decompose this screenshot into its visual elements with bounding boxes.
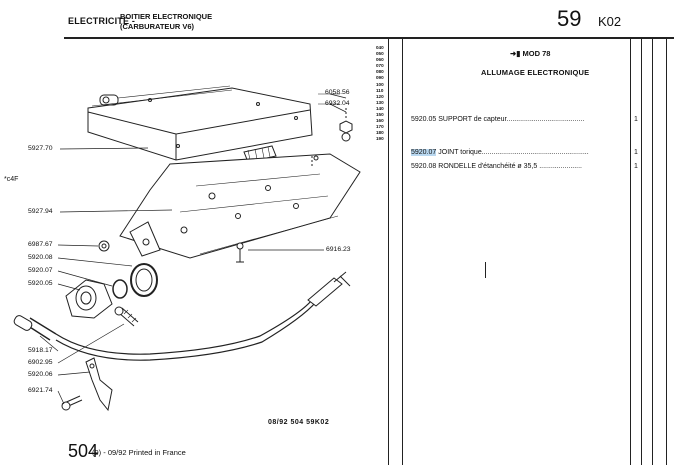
page-code: K02 xyxy=(598,14,622,29)
qty-col-left xyxy=(630,38,631,465)
divider-right xyxy=(402,38,403,465)
side-code: *c4F xyxy=(4,176,19,183)
col-3 xyxy=(652,38,653,465)
diagram-ref[interactable]: 5920.07 xyxy=(28,267,53,274)
page-number: 59 xyxy=(557,6,582,31)
qty-col-right xyxy=(641,38,642,465)
part-row[interactable]: 5920.07 JOINT torique...................… xyxy=(411,149,633,156)
diagram-ref[interactable]: 5927.70 xyxy=(28,145,53,152)
bolt-drawing xyxy=(98,240,244,263)
mark-tick xyxy=(485,262,486,278)
part-qty: 1 xyxy=(634,163,638,170)
electronic-box-drawing xyxy=(87,85,313,163)
part-row[interactable]: 5920.08 RONDELLE d'étanchéité ø 35,5 ...… xyxy=(411,163,633,170)
divider-left xyxy=(388,38,389,465)
parts-section-title: ALLUMAGE ELECTRONIQUE xyxy=(481,68,590,77)
part-ref-highlighted[interactable]: 5920.07 xyxy=(411,149,437,156)
diagram-ref[interactable]: 6932.04 xyxy=(325,100,350,107)
support-plate-drawing xyxy=(119,153,361,259)
diagram-ref[interactable]: 6921.74 xyxy=(28,387,53,394)
part-ref[interactable]: 5920.05 xyxy=(411,116,437,123)
part-ref[interactable]: 5920.08 xyxy=(411,163,437,170)
diagram-code: 08/92 504 59K02 xyxy=(268,419,330,426)
part-desc: SUPPORT de capteur......................… xyxy=(438,116,585,123)
part-desc: JOINT torique...........................… xyxy=(438,149,589,156)
diagram-ref[interactable]: 6902.95 xyxy=(28,359,53,366)
modifier-note: ➜▮ MOD 78 xyxy=(510,49,551,58)
leader-lines xyxy=(39,93,347,405)
arrow-icon: ➜▮ xyxy=(510,49,523,58)
part-desc: RONDELLE d'étanchéité ø 35,5 ...........… xyxy=(438,163,582,170)
screw-drawing xyxy=(114,306,139,327)
diagram-ref[interactable]: 6058.56 xyxy=(325,89,350,96)
footer-model: 504 xyxy=(68,441,99,461)
diagram-ref[interactable]: 5920.05 xyxy=(28,280,53,287)
part-row[interactable]: 5920.05 SUPPORT de capteur..............… xyxy=(411,116,633,123)
diagram-ref[interactable]: 5927.94 xyxy=(28,208,53,215)
diagram-ref[interactable]: 5918.17 xyxy=(28,347,53,354)
part-qty: 1 xyxy=(634,149,638,156)
diagram-ref[interactable]: 6987.67 xyxy=(28,241,53,248)
diagram-ref[interactable]: 5920.06 xyxy=(28,371,53,378)
col-4 xyxy=(666,38,667,465)
diagram-ref[interactable]: 5920.08 xyxy=(28,254,53,261)
part-qty: 1 xyxy=(634,116,638,123)
seal-rings-drawing xyxy=(65,263,158,319)
nut-drawing xyxy=(318,93,353,142)
section-title: ELECTRICITE - xyxy=(68,16,136,26)
footer-text: (9) - 09/92 Printed in France xyxy=(92,448,186,457)
sensor-cable-drawing xyxy=(13,271,351,361)
subtitle-line2: (CARBURATEUR V6) xyxy=(120,22,195,31)
header-rule xyxy=(64,37,674,39)
subtitle-line1: BOITIER ELECTRONIQUE xyxy=(120,12,213,21)
bracket-drawing xyxy=(61,357,113,412)
diagram-ref[interactable]: 6916.23 xyxy=(326,246,351,253)
